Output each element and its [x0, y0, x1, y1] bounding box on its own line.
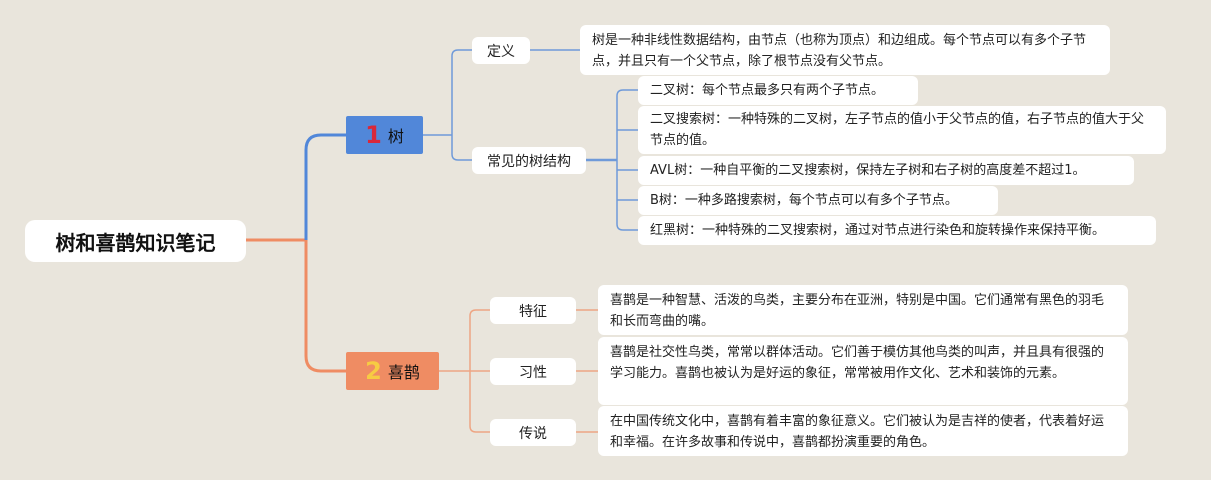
leaf-red-black-tree[interactable]: 红黑树：一种特殊的二叉搜索树，通过对节点进行染色和旋转操作来保持平衡。 [638, 216, 1156, 245]
branch-label: 树 [387, 127, 404, 146]
subnode-label: 习性 [519, 364, 547, 381]
subnode-label: 传说 [519, 425, 547, 442]
root-node[interactable]: 树和喜鹊知识笔记 [25, 220, 246, 262]
branch-label: 喜鹊 [387, 363, 420, 382]
subnode-definition[interactable]: 定义 [472, 37, 530, 64]
branch-number: 1 [365, 121, 382, 149]
root-title: 树和喜鹊知识笔记 [55, 230, 216, 255]
subnode-features[interactable]: 特征 [490, 297, 576, 324]
leaf-binary-tree[interactable]: 二叉树：每个节点最多只有两个子节点。 [638, 76, 918, 105]
leaf-legends[interactable]: 在中国传统文化中，喜鹊有着丰富的象征意义。它们被认为是吉祥的使者，代表着好运和幸… [598, 406, 1128, 456]
leaf-avl-tree[interactable]: AVL树：一种自平衡的二叉搜索树，保持左子树和右子树的高度差不超过1。 [638, 156, 1134, 185]
subnode-label: 定义 [487, 43, 515, 60]
branch-node-tree[interactable]: 1 树 [346, 116, 423, 154]
subnode-habits[interactable]: 习性 [490, 358, 576, 385]
leaf-habits[interactable]: 喜鹊是社交性鸟类，常常以群体活动。它们善于模仿其他鸟类的叫声，并且具有很强的学习… [598, 337, 1128, 405]
leaf-definition[interactable]: 树是一种非线性数据结构，由节点（也称为顶点）和边组成。每个节点可以有多个子节点，… [580, 25, 1110, 75]
subnode-common-structures[interactable]: 常见的树结构 [472, 147, 586, 174]
subnode-label: 常见的树结构 [487, 153, 571, 170]
leaf-bst[interactable]: 二叉搜索树：一种特殊的二叉树，左子节点的值小于父节点的值，右子节点的值大于父节点… [638, 106, 1166, 154]
subnode-legends[interactable]: 传说 [490, 419, 576, 446]
branch-node-magpie[interactable]: 2 喜鹊 [346, 352, 439, 390]
subnode-label: 特征 [519, 303, 547, 320]
leaf-features[interactable]: 喜鹊是一种智慧、活泼的鸟类，主要分布在亚洲，特别是中国。它们通常有黑色的羽毛和长… [598, 285, 1128, 335]
leaf-b-tree[interactable]: B树：一种多路搜索树，每个节点可以有多个子节点。 [638, 186, 998, 215]
branch-number: 2 [365, 357, 382, 385]
